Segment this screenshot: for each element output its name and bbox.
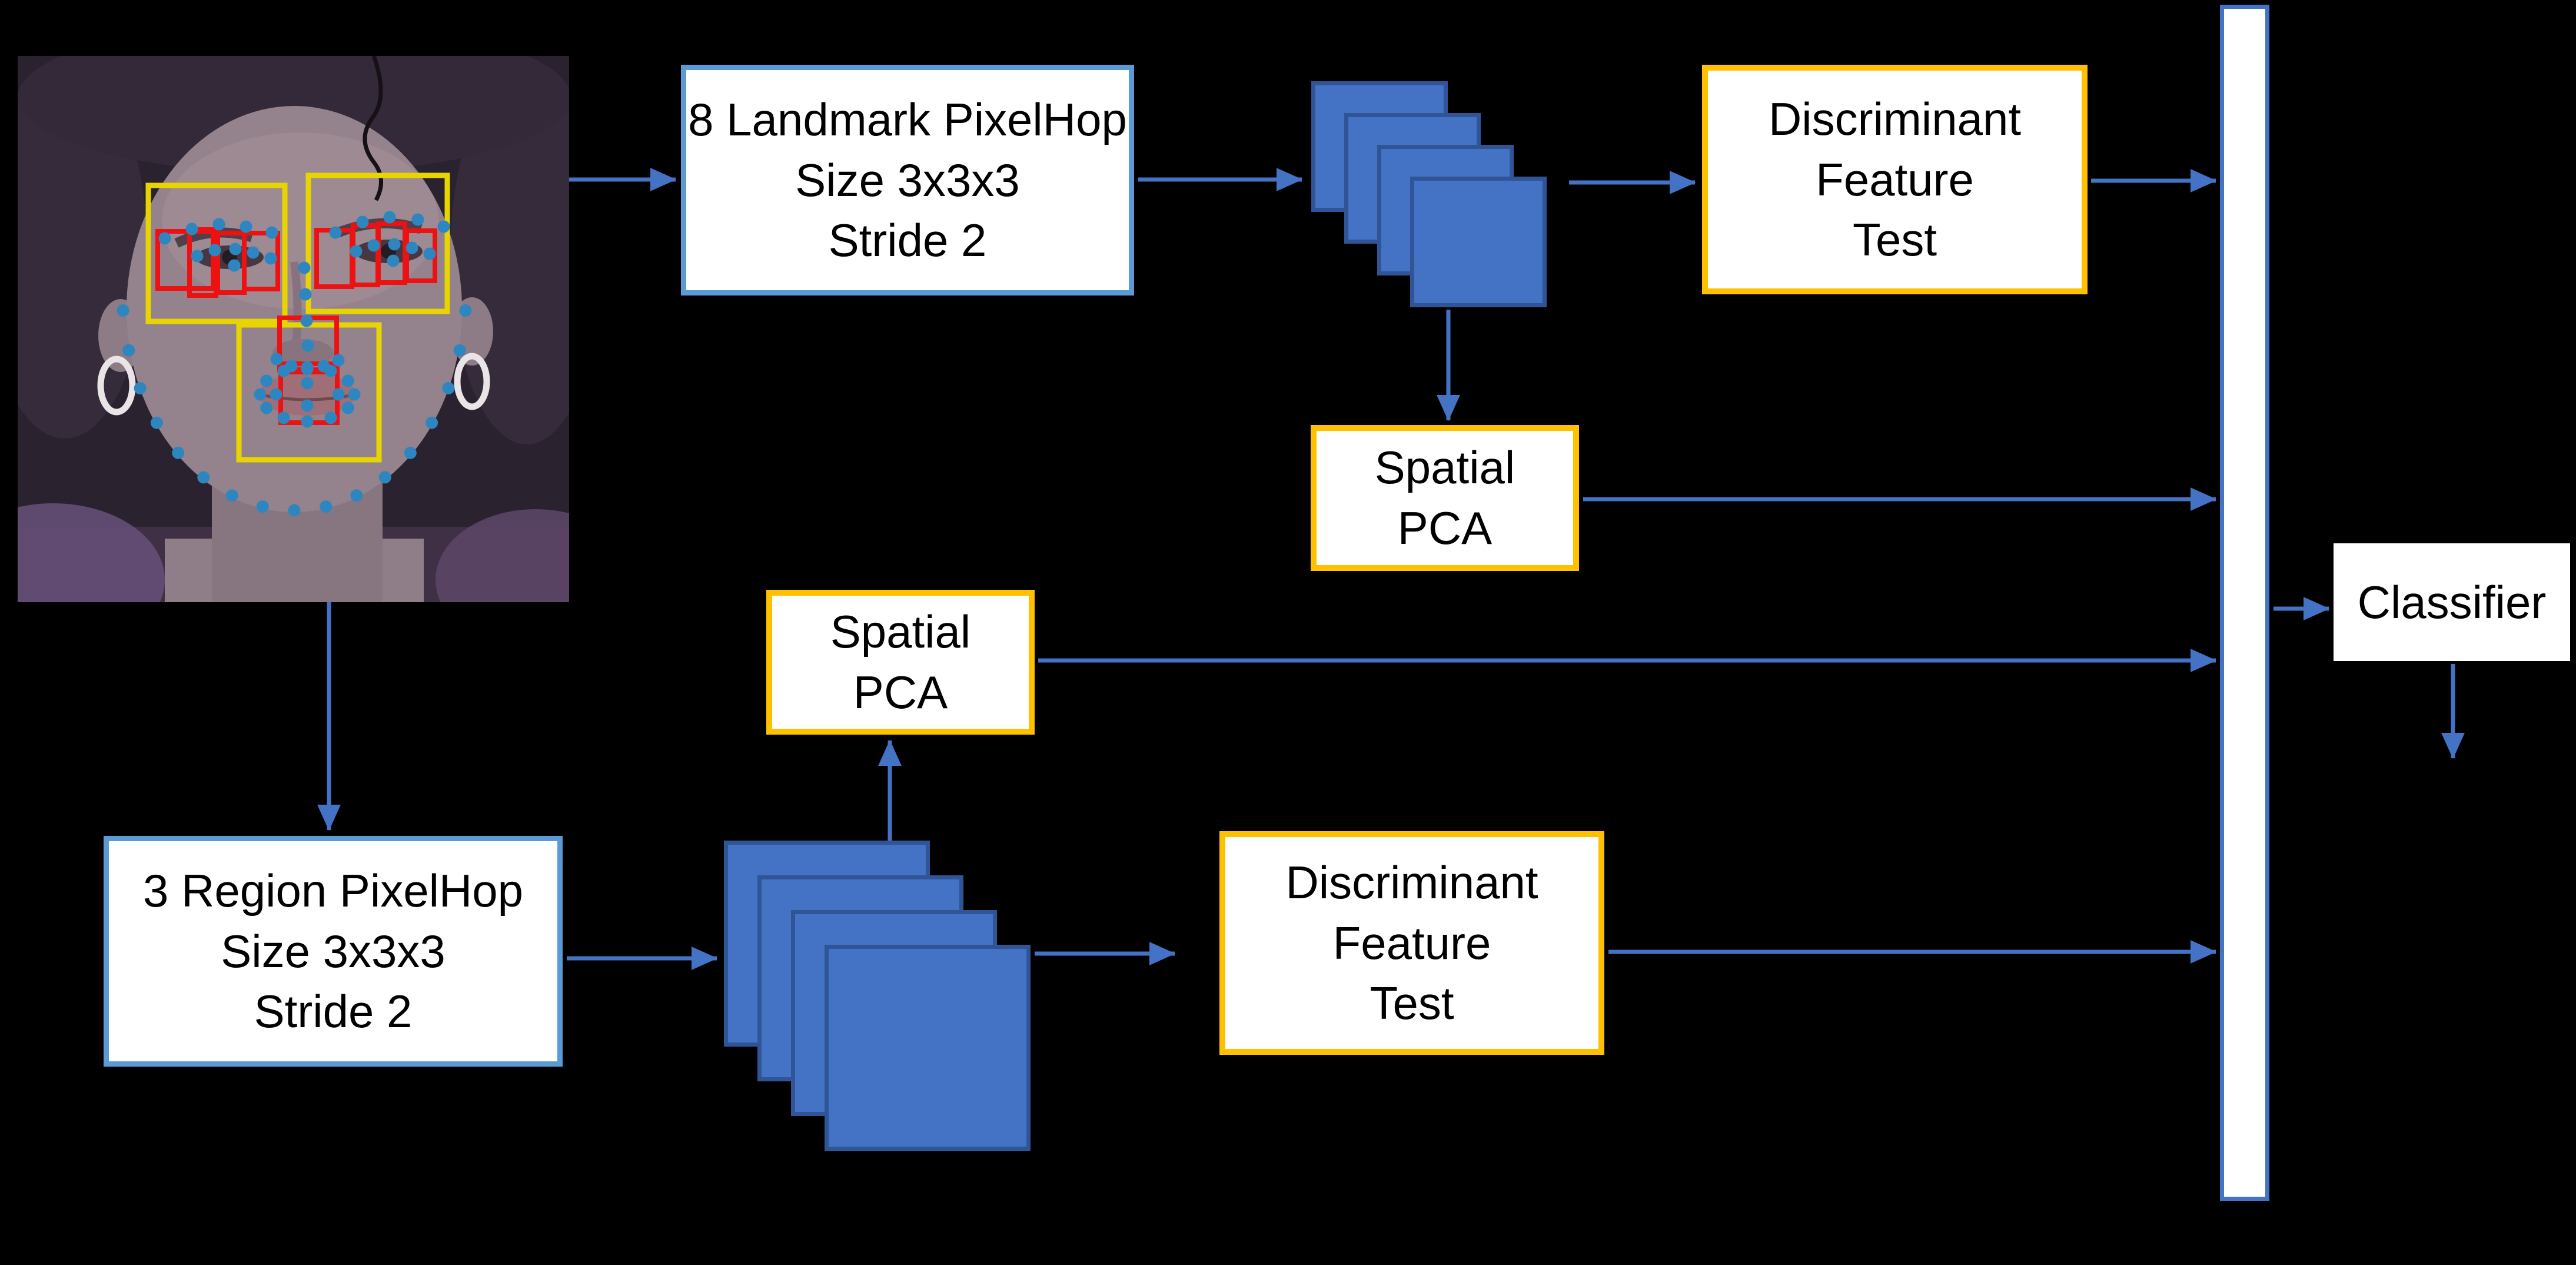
landmark-dot xyxy=(277,364,290,377)
landmark-dot xyxy=(301,361,314,374)
node-label: Discriminant xyxy=(1285,856,1538,908)
node-label: Feature xyxy=(1816,153,1974,205)
landmark-dot xyxy=(301,399,314,412)
landmark-dot xyxy=(270,353,283,366)
landmark-dot xyxy=(172,446,185,459)
landmark-dot xyxy=(411,213,424,226)
classifier-box: Classifier xyxy=(2334,543,2570,661)
node-label: PCA xyxy=(1397,502,1493,554)
node-label: Size 3x3x3 xyxy=(221,925,446,977)
landmark-dot xyxy=(378,471,391,484)
node-label: Size 3x3x3 xyxy=(795,154,1020,206)
landmark-dot xyxy=(426,416,438,429)
landmark-dot xyxy=(197,471,210,484)
landmark-dot xyxy=(288,504,301,517)
landmark-dot xyxy=(301,415,314,428)
landmark-dot xyxy=(367,239,380,252)
landmark-dot xyxy=(301,339,314,352)
landmark-dot xyxy=(298,261,311,274)
landmark-dot xyxy=(264,252,277,265)
landmark-dot xyxy=(341,401,354,414)
landmark-dot xyxy=(388,238,401,251)
landmark-dot xyxy=(387,254,400,267)
feature-map-square xyxy=(825,945,1031,1151)
landmark-dot xyxy=(260,374,273,387)
landmark-dot xyxy=(301,377,314,390)
landmark-dot xyxy=(185,223,198,235)
region-box-right-eye xyxy=(305,172,450,314)
landmark-dot xyxy=(300,314,313,327)
node-label: Spatial xyxy=(1374,441,1515,494)
discriminant-feature-test-bottom-box: Discriminant Feature Test xyxy=(1219,831,1604,1055)
feature-map-stack-top xyxy=(1311,81,1547,307)
landmark-dot xyxy=(254,388,267,401)
landmark-dot xyxy=(442,382,455,394)
landmark-dot xyxy=(212,218,225,231)
feature-map-stack-bottom xyxy=(724,841,1031,1151)
landmark-dot xyxy=(383,211,396,224)
landmark-dot xyxy=(329,226,342,239)
feature-concatenation-bar xyxy=(2220,5,2269,1201)
node-label: Test xyxy=(1370,977,1454,1030)
landmark-dot xyxy=(405,241,418,254)
landmark-dot xyxy=(404,446,417,459)
node-label: PCA xyxy=(853,666,948,718)
discriminant-feature-test-top-box: Discriminant Feature Test xyxy=(1702,65,2088,294)
spatial-pca-top-box: Spatial PCA xyxy=(1311,425,1579,571)
landmark-dot xyxy=(356,215,369,228)
landmark-dot xyxy=(247,246,260,259)
landmark-dot xyxy=(158,232,171,245)
spatial-pca-mid-box: Spatial PCA xyxy=(766,590,1035,735)
landmark-dot xyxy=(256,500,269,513)
landmark-dot xyxy=(265,226,278,239)
region-pixelhop-box: 3 Region PixelHop Size 3x3x3 Stride 2 xyxy=(104,836,563,1067)
landmark-dot xyxy=(122,344,135,357)
landmark-dot xyxy=(240,220,252,233)
node-label: Stride 2 xyxy=(254,985,413,1038)
landmark-dot xyxy=(208,244,221,257)
landmark-dot xyxy=(348,388,361,401)
landmark-dot xyxy=(270,388,282,401)
feature-map-square xyxy=(1410,177,1547,307)
node-label: Classifier xyxy=(2357,576,2547,628)
landmark-dot xyxy=(150,416,163,429)
landmark-dot xyxy=(191,250,204,263)
node-label: Feature xyxy=(1332,917,1491,969)
landmark-pixelhop-box: 8 Landmark PixelHop Size 3x3x3 Stride 2 xyxy=(681,65,1134,296)
landmark-dot xyxy=(320,500,333,513)
landmark-dot xyxy=(117,304,129,317)
node-label: 3 Region PixelHop xyxy=(142,864,524,917)
landmark-dot xyxy=(423,247,436,260)
node-label: Test xyxy=(1852,214,1937,266)
earring-left xyxy=(97,356,136,416)
landmark-dot xyxy=(350,489,363,502)
landmark-dot xyxy=(459,304,472,317)
landmark-dot xyxy=(260,401,273,414)
node-label: Stride 2 xyxy=(828,214,987,267)
node-label: 8 Landmark PixelHop xyxy=(688,93,1127,145)
landmark-dot xyxy=(228,259,241,272)
landmark-dot xyxy=(453,344,466,357)
landmark-dot xyxy=(324,364,337,377)
landmark-dot xyxy=(437,220,450,233)
earring-right xyxy=(454,353,490,410)
landmark-dot xyxy=(350,245,363,258)
node-label: Spatial xyxy=(830,606,971,658)
region-box-left-eye xyxy=(145,182,288,324)
landmark-dots xyxy=(117,211,472,517)
landmark-dot xyxy=(277,411,290,424)
landmark-dot xyxy=(332,388,345,401)
landmark-dot xyxy=(324,411,337,424)
landmark-dot xyxy=(229,243,242,255)
landmark-dot xyxy=(341,374,354,387)
landmark-dot xyxy=(299,288,312,301)
landmark-dot xyxy=(332,354,345,367)
face-image xyxy=(18,56,569,602)
node-label: Discriminant xyxy=(1768,92,2022,145)
landmark-dot xyxy=(134,382,147,394)
landmark-dot xyxy=(225,489,238,502)
